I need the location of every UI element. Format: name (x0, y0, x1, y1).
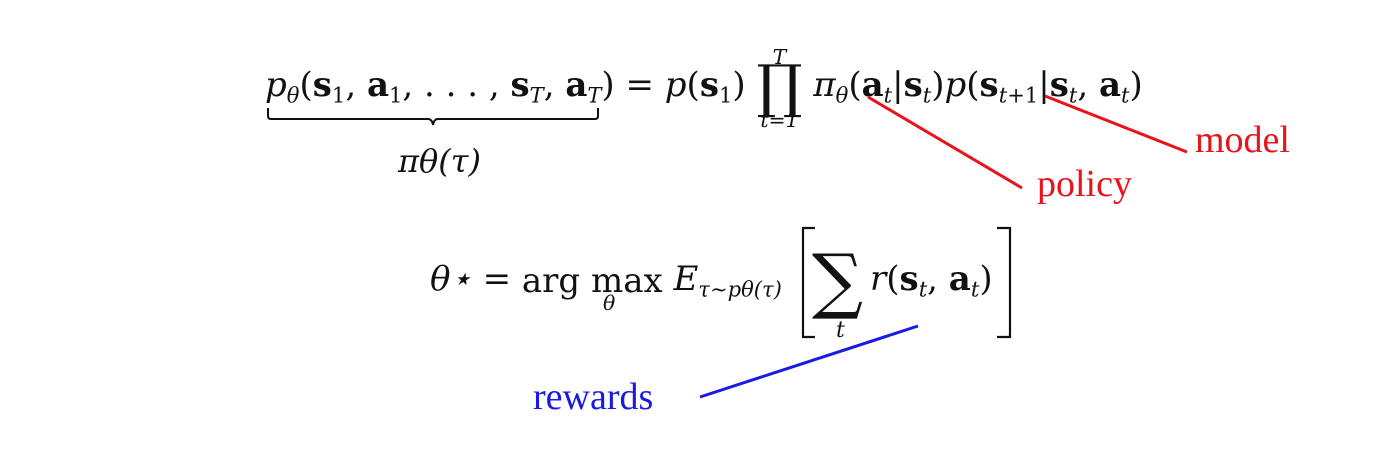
objective-equation: θ⋆ = arg max θ Eτ∼pθ(τ) (430, 259, 782, 315)
underbrace (267, 108, 599, 126)
objective-sum: ∑ (812, 239, 863, 322)
model-term: p(st+1|st, at) (944, 64, 1143, 108)
objective-lhs: θ⋆ (430, 259, 472, 299)
product-lower-limit: t=1 (760, 107, 799, 132)
product-operator: T ∏ t=1 (756, 44, 803, 132)
model-pointer-line (1044, 94, 1188, 154)
trajectory-lhs: pθ(s1, a1, . . . , sT, aT) (265, 64, 615, 108)
sum-lower-limit: t (836, 318, 845, 343)
underbrace-label: πθ(τ) (398, 142, 481, 180)
policy-term: πθ(at|st) (813, 64, 945, 108)
left-bracket (801, 226, 815, 339)
model-label: model (1195, 119, 1290, 161)
rewards-label: rewards (533, 376, 654, 418)
right-bracket (997, 226, 1012, 339)
product-upper-limit: T (772, 44, 787, 69)
reward-term: r(st, at) (870, 259, 993, 302)
argmax-operator: arg max θ (521, 261, 663, 315)
trajectory-equation: pθ(s1, a1, . . . , sT, aT) = p(s1) T ∏ t… (265, 44, 1143, 132)
expectation-subscript: τ∼pθ(τ) (698, 276, 782, 302)
argmax-subscript: θ (603, 290, 616, 315)
rewards-pointer-line (699, 324, 919, 399)
policy-pointer-line (867, 95, 1023, 190)
policy-label: policy (1037, 163, 1132, 205)
